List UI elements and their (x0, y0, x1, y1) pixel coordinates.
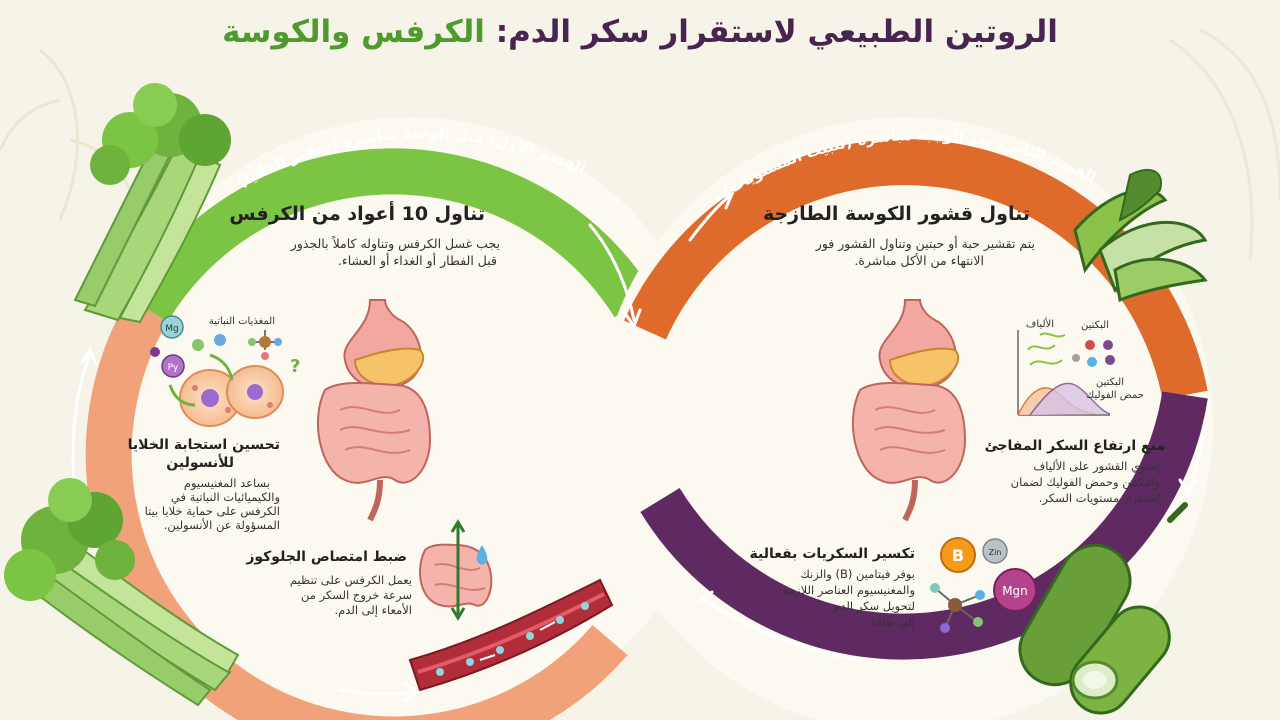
intestine-small-icon (419, 519, 493, 621)
insulin-line3: الكرفس على حماية خلايا بيتا (144, 504, 280, 518)
zucchini-peel-icon (1073, 169, 1208, 303)
py-badge: Py (168, 363, 179, 373)
spike-line1: تحتوي القشور على الألياف (1033, 459, 1160, 473)
blood-vessel-icon (408, 578, 614, 692)
section1-desc-line1: يجب غسل الكرفس وتناوله كاملاً بالجذور (290, 236, 500, 251)
section1-heading: تناول 10 أعواد من الكرفس (229, 203, 485, 225)
vitamin-b-icon (940, 537, 976, 573)
label-pectin: البكتين (1096, 377, 1124, 388)
celery-top-icon (73, 83, 231, 324)
sugar-line4: إلى طاقة. (867, 615, 915, 629)
label-fibers: الألياف (1026, 317, 1054, 330)
sugar-line3: لتحويل سكر الدم (833, 599, 915, 613)
label-folic: حمض الفوليك (1086, 390, 1144, 401)
background-zucchini-right-icon (1169, 28, 1280, 261)
insulin-title-1: تحسين استجابة الخلايا (127, 437, 280, 453)
sugar-line1: بوفر فيتامين (B) والزنك (800, 567, 915, 581)
magnesium-icon (993, 568, 1037, 612)
insulin-line2: والكيميائيات النباتية في (170, 490, 280, 504)
celery-bottom-icon (4, 478, 240, 707)
zinc-icon (982, 538, 1008, 564)
glucose-line1: يعمل الكرفس على تنظيم (289, 573, 412, 587)
molecule-right-icon (930, 583, 985, 633)
cycle-arrows (71, 191, 1207, 702)
section2-desc-line2: الانتهاء من الأكل مباشرة. (854, 253, 984, 268)
glucose-line2: سرعة خروج السكر من (301, 588, 412, 602)
label-pectin-top: البكتين (1081, 320, 1109, 331)
cell-icon (179, 365, 284, 427)
phyto-label: المغذيات النباتية (208, 316, 275, 327)
section2-desc-line1: يتم تقشير حبة أو حبتين وتناول القشور فور (815, 236, 1035, 251)
molecule-left-icon: ? (150, 315, 300, 407)
zucchini-bottom-icon (1018, 502, 1188, 715)
page-title: الروتين الطبيعي لاستقرار سكر الدم: الكرف… (0, 14, 1280, 50)
stomach-right-icon (878, 299, 960, 390)
sugar-line2: والمغنيسيوم العناصر اللازمة (782, 583, 915, 597)
chart-icon (1017, 330, 1115, 416)
insulin-line1: بساعد المغنيسيوم (183, 476, 270, 490)
insulin-line4: المسؤولة عن الأنسولين. (163, 518, 280, 532)
section2-heading: تناول قشور الكوسة الطازجة (762, 203, 1030, 225)
intestine-right-icon (852, 381, 967, 522)
insulin-title-2: للأنسولين (166, 455, 234, 471)
title-main: الروتين الطبيعي لاستقرار سكر الدم: (495, 14, 1058, 50)
spike-line3: استقرار مستويات السكر. (1038, 491, 1160, 505)
mg-badge: Mg (165, 324, 178, 334)
zn-badge: Zin (989, 548, 1002, 557)
mgn-badge: Mgn (1002, 584, 1028, 598)
sugar-title: تكسير السكريات بفعالية (749, 546, 915, 562)
intestine-left-icon (317, 381, 432, 522)
spike-title: منع ارتفاع السكر المفاجئ (984, 438, 1165, 454)
glucose-line3: الأمعاء إلى الدم. (334, 603, 412, 617)
b-badge: B (952, 546, 964, 565)
glucose-title: ضبط امتصاص الجلوكوز (246, 549, 407, 565)
section1-desc-line2: قبل الفطار أو الغداء أو العشاء. (337, 253, 497, 268)
spike-line2: والبكتين وحمض الفوليك لضمان (1010, 475, 1160, 489)
title-highlight: الكرفس والكوسة (222, 14, 485, 50)
stomach-left-icon (343, 299, 425, 390)
svg-text:?: ? (290, 356, 300, 377)
